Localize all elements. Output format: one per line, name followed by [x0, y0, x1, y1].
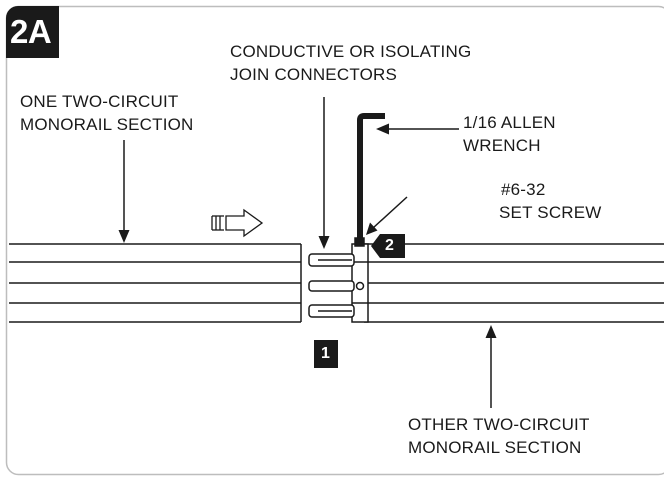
panel-frame — [5, 5, 664, 476]
join-connectors-label: CONDUCTIVE OR ISOLATING JOIN CONNECTORS — [230, 40, 471, 86]
set-screw-arrow — [372, 196, 408, 229]
figure-id-badge: 2A — [6, 6, 59, 58]
allen-wrench-label-line1: 1/16 ALLEN — [463, 113, 556, 132]
step-1-number: 1 — [321, 345, 330, 362]
left-monorail-section — [9, 243, 302, 323]
right-monorail-section — [363, 243, 664, 323]
set-screw-label: #6-32 SET SCREW — [499, 178, 602, 224]
allen-wrench — [357, 113, 385, 243]
allen-wrench-label-line2: WRENCH — [463, 136, 541, 155]
leader-arrows — [118, 97, 497, 408]
set-screw-label-line1: #6-32 — [501, 180, 546, 199]
left-section-label-line2: MONORAIL SECTION — [20, 115, 194, 134]
left-section-label: ONE TWO-CIRCUIT MONORAIL SECTION — [20, 90, 194, 136]
right-section-label-line1: OTHER TWO-CIRCUIT — [408, 415, 590, 434]
right-section-label-line2: MONORAIL SECTION — [408, 438, 582, 457]
push-direction-arrow — [211, 208, 264, 238]
join-connectors — [308, 237, 369, 323]
step-2-number: 2 — [385, 237, 394, 254]
allen-wrench-label: 1/16 ALLEN WRENCH — [463, 111, 556, 157]
join-connectors-label-line2: JOIN CONNECTORS — [230, 65, 398, 84]
set-screw-label-line2: SET SCREW — [499, 203, 602, 222]
join-connectors-label-line1: CONDUCTIVE OR ISOLATING — [230, 42, 472, 61]
figure-id-text: 2A — [10, 13, 52, 50]
right-section-label: OTHER TWO-CIRCUIT MONORAIL SECTION — [408, 413, 590, 459]
left-section-label-line1: ONE TWO-CIRCUIT — [20, 92, 179, 111]
step-1-badge: 1 — [314, 340, 338, 368]
